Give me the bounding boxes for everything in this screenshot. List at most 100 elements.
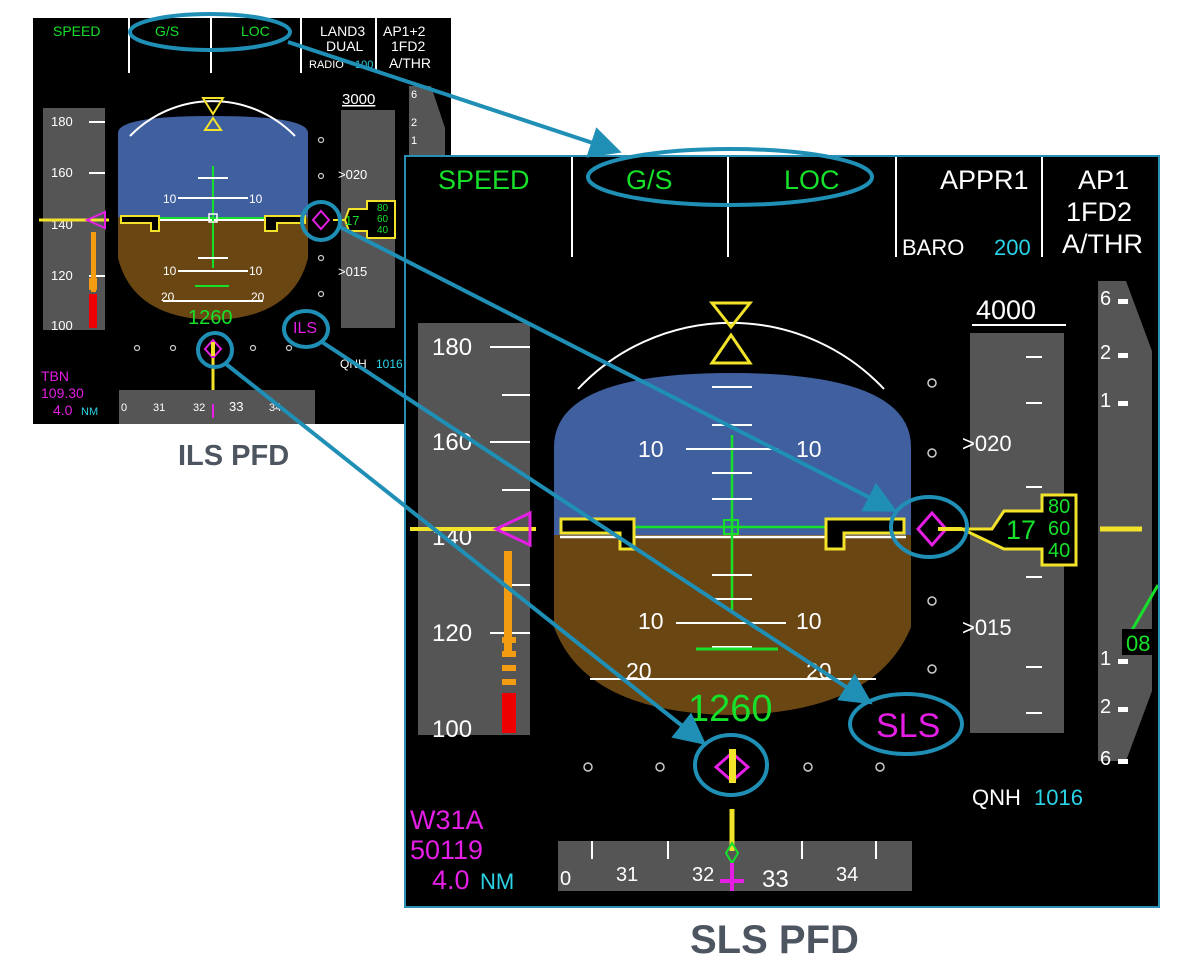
altitude-mark: >020 xyxy=(338,167,367,182)
heading-label: 34 xyxy=(836,864,858,886)
altitude-tape: 3000 >020 >015 17 80 60 40 xyxy=(333,91,396,328)
pitch-label: 10 xyxy=(796,436,822,462)
altitude-readout-mid: 60 xyxy=(1048,518,1070,540)
radio-altitude: 1260 xyxy=(688,688,773,730)
sls-pfd-graphics: SPEED G/S LOC APPR1 BARO 200 AP1 1FD2 A/… xyxy=(410,157,1158,895)
pitch-label: 10 xyxy=(163,192,177,206)
altitude-mark: >015 xyxy=(338,264,367,279)
nav-distance-unit: NM xyxy=(81,406,98,418)
approach-label: ILS xyxy=(293,320,317,337)
heading-label: 32 xyxy=(692,864,714,886)
approach-label: SLS xyxy=(876,707,940,745)
fma-baro-label: BARO xyxy=(902,235,964,260)
radio-altitude: 1260 xyxy=(188,307,233,329)
qnh-label: QNH xyxy=(340,357,367,371)
fma-ap: AP1+2 xyxy=(383,23,426,39)
heading-scale: 0 31 32 33 34 xyxy=(558,809,912,893)
heading-label: 33 xyxy=(229,399,243,414)
fma-fd: 1FD2 xyxy=(1066,197,1132,227)
attitude-indicator: 10 10 10 10 20 20 1260 xyxy=(118,97,308,329)
altitude-readout-top: 80 xyxy=(377,203,389,214)
vs-label: 6 xyxy=(1100,288,1111,310)
altitude-mark: >020 xyxy=(962,431,1012,456)
speed-tick-label: 100 xyxy=(432,716,472,743)
pitch-label: 10 xyxy=(163,264,177,278)
vs-label: 1 xyxy=(1100,648,1111,670)
ils-pfd-graphics: SPEED G/S LOC LAND3 DUAL RADIO 100 AP1+2… xyxy=(39,18,445,424)
altitude-target: 4000 xyxy=(976,295,1036,325)
fma-bar: SPEED G/S LOC APPR1 BARO 200 AP1 1FD2 A/… xyxy=(438,157,1143,260)
altitude-readout-bottom: 40 xyxy=(377,225,389,236)
speed-tape: 180 160 140 120 100 xyxy=(410,323,536,743)
altitude-readout-mid: 60 xyxy=(377,214,389,225)
fma-athr: A/THR xyxy=(389,55,431,71)
vertical-speed-scale: 6 2 1 1 2 6 08 xyxy=(1098,281,1158,770)
fma-appr-mode: APPR1 xyxy=(940,165,1029,195)
speed-tick-label: 160 xyxy=(432,429,472,456)
pitch-label: 10 xyxy=(249,264,263,278)
nav-distance-unit: NM xyxy=(480,869,514,894)
ils-pfd-display: SPEED G/S LOC LAND3 DUAL RADIO 100 AP1+2… xyxy=(33,18,451,424)
fma-loc: LOC xyxy=(241,23,270,39)
fma-dual: DUAL xyxy=(326,38,364,54)
fma-fd: 1FD2 xyxy=(391,38,425,54)
speed-tick-label: 160 xyxy=(51,165,73,180)
vs-label: 6 xyxy=(411,89,417,101)
nav-ident: W31A xyxy=(410,805,484,835)
vs-label: 1 xyxy=(1100,390,1111,412)
nav-channel: 50119 xyxy=(410,835,483,865)
attitude-indicator: 10 10 10 10 20 20 1260 xyxy=(554,301,911,730)
vs-label: 2 xyxy=(411,117,417,129)
vs-label: 2 xyxy=(1100,696,1111,718)
altitude-tape: 4000 >020 >015 17 80 60 40 xyxy=(961,295,1078,733)
speed-tick-label: 100 xyxy=(51,318,73,333)
qnh-label: QNH xyxy=(972,785,1021,810)
heading-label: 32 xyxy=(193,402,205,414)
qnh-value: 1016 xyxy=(376,357,403,371)
speed-tick-label: 120 xyxy=(51,268,73,283)
fma-ap: AP1 xyxy=(1078,165,1129,195)
vs-value: 08 xyxy=(1126,631,1150,656)
heading-label: 31 xyxy=(616,864,638,886)
heading-label: 0 xyxy=(121,402,127,414)
fma-speed: SPEED xyxy=(438,165,530,195)
pitch-label: 10 xyxy=(638,608,664,634)
fma-gs: G/S xyxy=(626,165,673,195)
pitch-label: 10 xyxy=(638,436,664,462)
pitch-label: 20 xyxy=(251,290,265,304)
pitch-label: 20 xyxy=(626,658,652,684)
nav-frequency: 109.30 xyxy=(41,385,84,401)
altitude-readout-top: 80 xyxy=(1048,496,1070,518)
altitude-target: 3000 xyxy=(342,91,375,108)
pitch-label: 20 xyxy=(806,658,832,684)
speed-tick-label: 180 xyxy=(51,114,73,129)
heading-label: 34 xyxy=(269,402,281,414)
pitch-label: 20 xyxy=(161,290,175,304)
glideslope-diamond-icon xyxy=(311,209,331,231)
altitude-readout-main: 17 xyxy=(1006,515,1036,545)
altitude-readout-bottom: 40 xyxy=(1048,540,1070,562)
fma-gs: G/S xyxy=(155,23,179,39)
altitude-readout-main: 17 xyxy=(345,213,359,228)
speed-tick-label: 120 xyxy=(432,620,472,647)
fma-loc: LOC xyxy=(784,165,840,195)
nav-distance: 4.0 xyxy=(432,865,470,895)
fma-radio-label: RADIO xyxy=(309,59,344,71)
altitude-mark: >015 xyxy=(962,615,1012,640)
fma-baro-value: 200 xyxy=(994,235,1031,260)
fma-speed: SPEED xyxy=(53,23,100,39)
heading-label: 0 xyxy=(560,868,571,890)
pitch-label: 10 xyxy=(249,192,263,206)
heading-label: 31 xyxy=(153,402,165,414)
ils-pfd-caption: ILS PFD xyxy=(178,440,290,472)
vs-label: 1 xyxy=(411,135,417,147)
deviation-scales xyxy=(583,378,937,772)
sls-pfd-display: SPEED G/S LOC APPR1 BARO 200 AP1 1FD2 A/… xyxy=(404,155,1160,908)
heading-label: 33 xyxy=(762,866,789,893)
fma-athr: A/THR xyxy=(1062,229,1143,259)
nav-distance: 4.0 xyxy=(53,402,73,418)
sls-pfd-caption: SLS PFD xyxy=(690,918,859,962)
qnh-value: 1016 xyxy=(1034,785,1083,810)
speed-tape: 180 160 140 120 100 xyxy=(39,108,109,333)
nav-ident: TBN xyxy=(41,368,69,384)
